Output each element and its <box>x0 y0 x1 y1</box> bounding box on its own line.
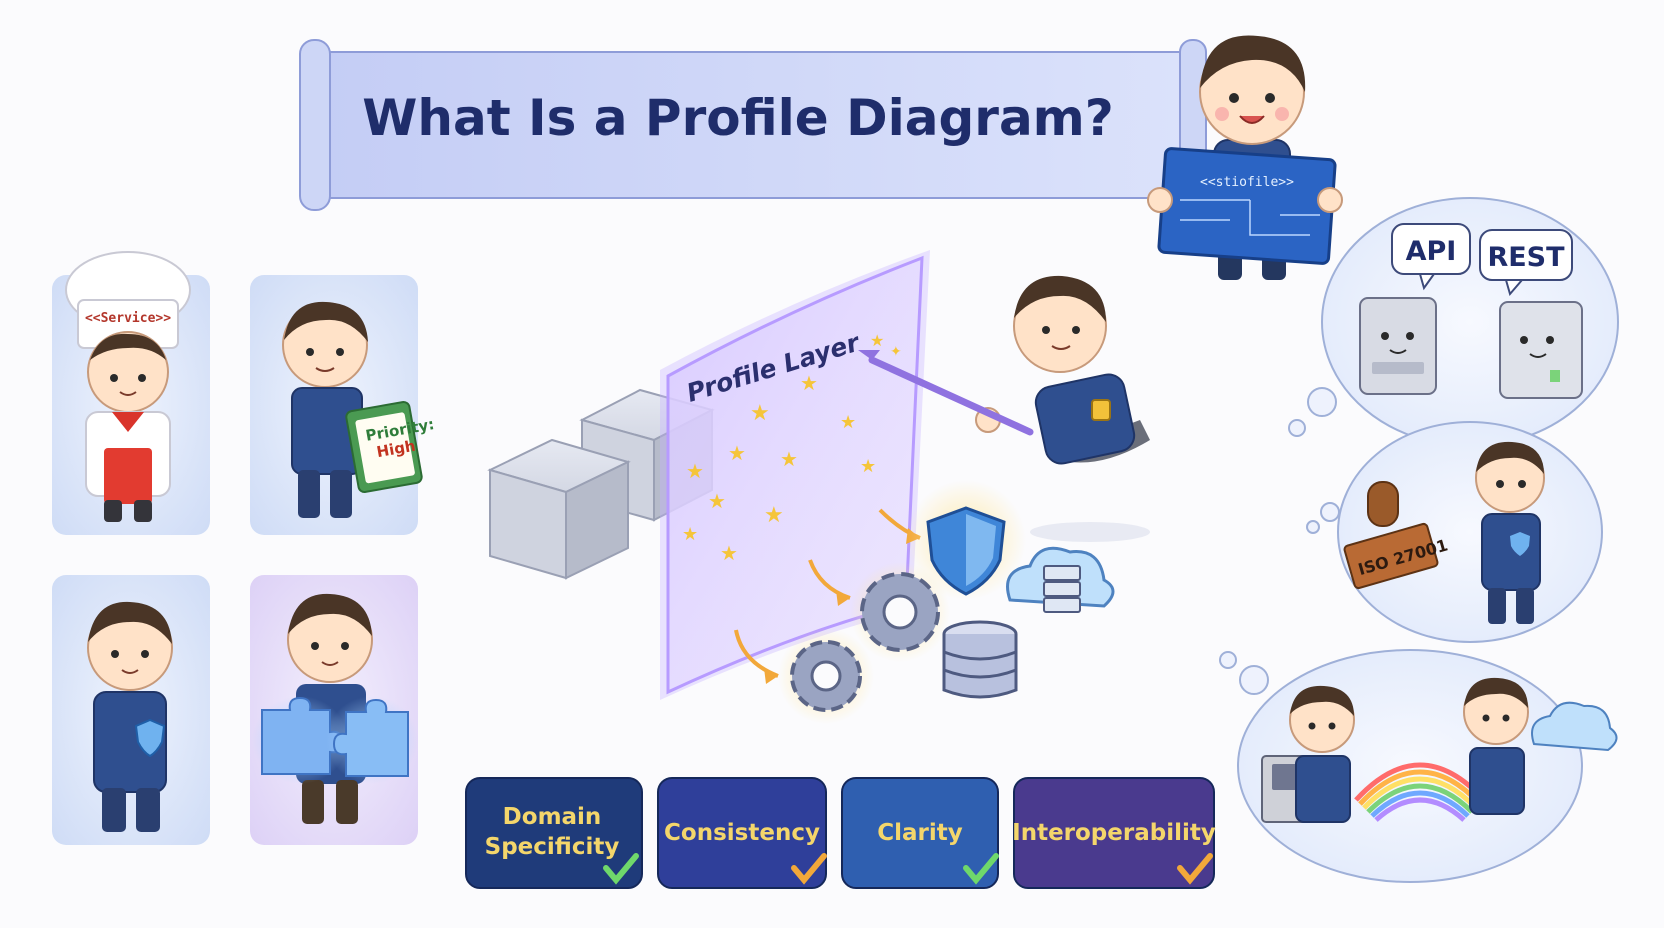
shield-badge-icon <box>134 718 166 758</box>
lock-badge-icon <box>1091 399 1111 421</box>
panel-chef: <<Service>> <box>52 251 210 535</box>
thought-bubble-api-rest: API REST <box>1321 197 1619 447</box>
thought-dots <box>1219 387 1340 695</box>
benefit-card-interoperability: Interoperability <box>1012 777 1216 889</box>
blueprint-label: <<stiofile>> <box>1200 175 1294 190</box>
star-icon: ★ <box>860 456 876 477</box>
blueprint-sheet: <<stiofile>> <box>1147 147 1343 265</box>
card-label-line1: Consistency <box>664 820 820 846</box>
rainbow-icon <box>1354 762 1486 822</box>
star-icon: ★ <box>708 489 726 513</box>
card-label-line1: Clarity <box>877 820 963 846</box>
benefit-card-clarity: Clarity <box>841 777 999 889</box>
card-label-line2: Specificity <box>485 834 620 860</box>
star-icon: ✦ <box>890 344 902 360</box>
card-label-line1: Interoperability <box>1012 820 1216 846</box>
star-icon: ★ <box>682 524 698 545</box>
check-icon <box>603 853 639 885</box>
rest-label: REST <box>1487 242 1565 273</box>
star-icon: ★ <box>840 412 856 433</box>
puzzle-piece-left-icon <box>252 696 348 784</box>
chef-hat-label: <<Service>> <box>85 311 171 326</box>
server-robot-icon <box>1359 297 1437 395</box>
puzzle-piece-right-icon <box>326 696 418 784</box>
panel-clipboard-worker: Priority: High <box>250 275 436 535</box>
thought-bubble-legacy-cloud <box>1237 649 1618 883</box>
gear-icon <box>850 562 950 662</box>
cloud-icon <box>1531 701 1618 752</box>
card-label-line1: Domain <box>503 804 602 830</box>
check-icon <box>1177 853 1213 885</box>
star-icon: ★ <box>764 503 784 528</box>
magic-wand <box>858 350 1034 436</box>
check-icon <box>791 853 827 885</box>
star-icon: ★ <box>800 371 818 395</box>
star-icon: ★ <box>720 541 738 565</box>
panel-puzzle-worker <box>250 575 418 845</box>
api-label: API <box>1406 236 1457 267</box>
cloud-server-icon <box>1006 546 1115 613</box>
magic-stars: ★ ★ ★ ★ ★ ★ ★ ★ ★ ★ ★ ★ ✦ <box>682 331 902 565</box>
title-banner: What Is a Profile Diagram? <box>299 39 1207 211</box>
scroll-roll-left <box>299 39 331 211</box>
check-icon <box>963 853 999 885</box>
clipboard-icon: Priority: High <box>345 401 436 493</box>
thought-bubble-iso-stamp: ISO 27001 <box>1337 421 1603 643</box>
model-cube-front <box>487 438 631 580</box>
benefit-card-consistency: Consistency <box>657 777 827 889</box>
star-icon: ★ <box>780 447 798 471</box>
wizard-character <box>975 275 1150 542</box>
flow-arrows <box>734 508 921 684</box>
database-icon <box>942 620 1018 699</box>
page-title: What Is a Profile Diagram? <box>362 89 1114 147</box>
shield-icon <box>906 480 1026 600</box>
gear-icon <box>778 628 874 724</box>
star-icon: ★ <box>750 401 770 426</box>
server-robot-icon <box>1499 301 1583 399</box>
star-icon: ★ <box>870 331 884 350</box>
rubber-stamp-icon: ISO 27001 <box>1343 481 1450 590</box>
star-icon: ★ <box>686 459 704 483</box>
star-icon: ★ <box>728 441 746 465</box>
panel-shield-worker <box>52 575 210 845</box>
benefit-card-domain-specificity: Domain Specificity <box>465 777 643 889</box>
